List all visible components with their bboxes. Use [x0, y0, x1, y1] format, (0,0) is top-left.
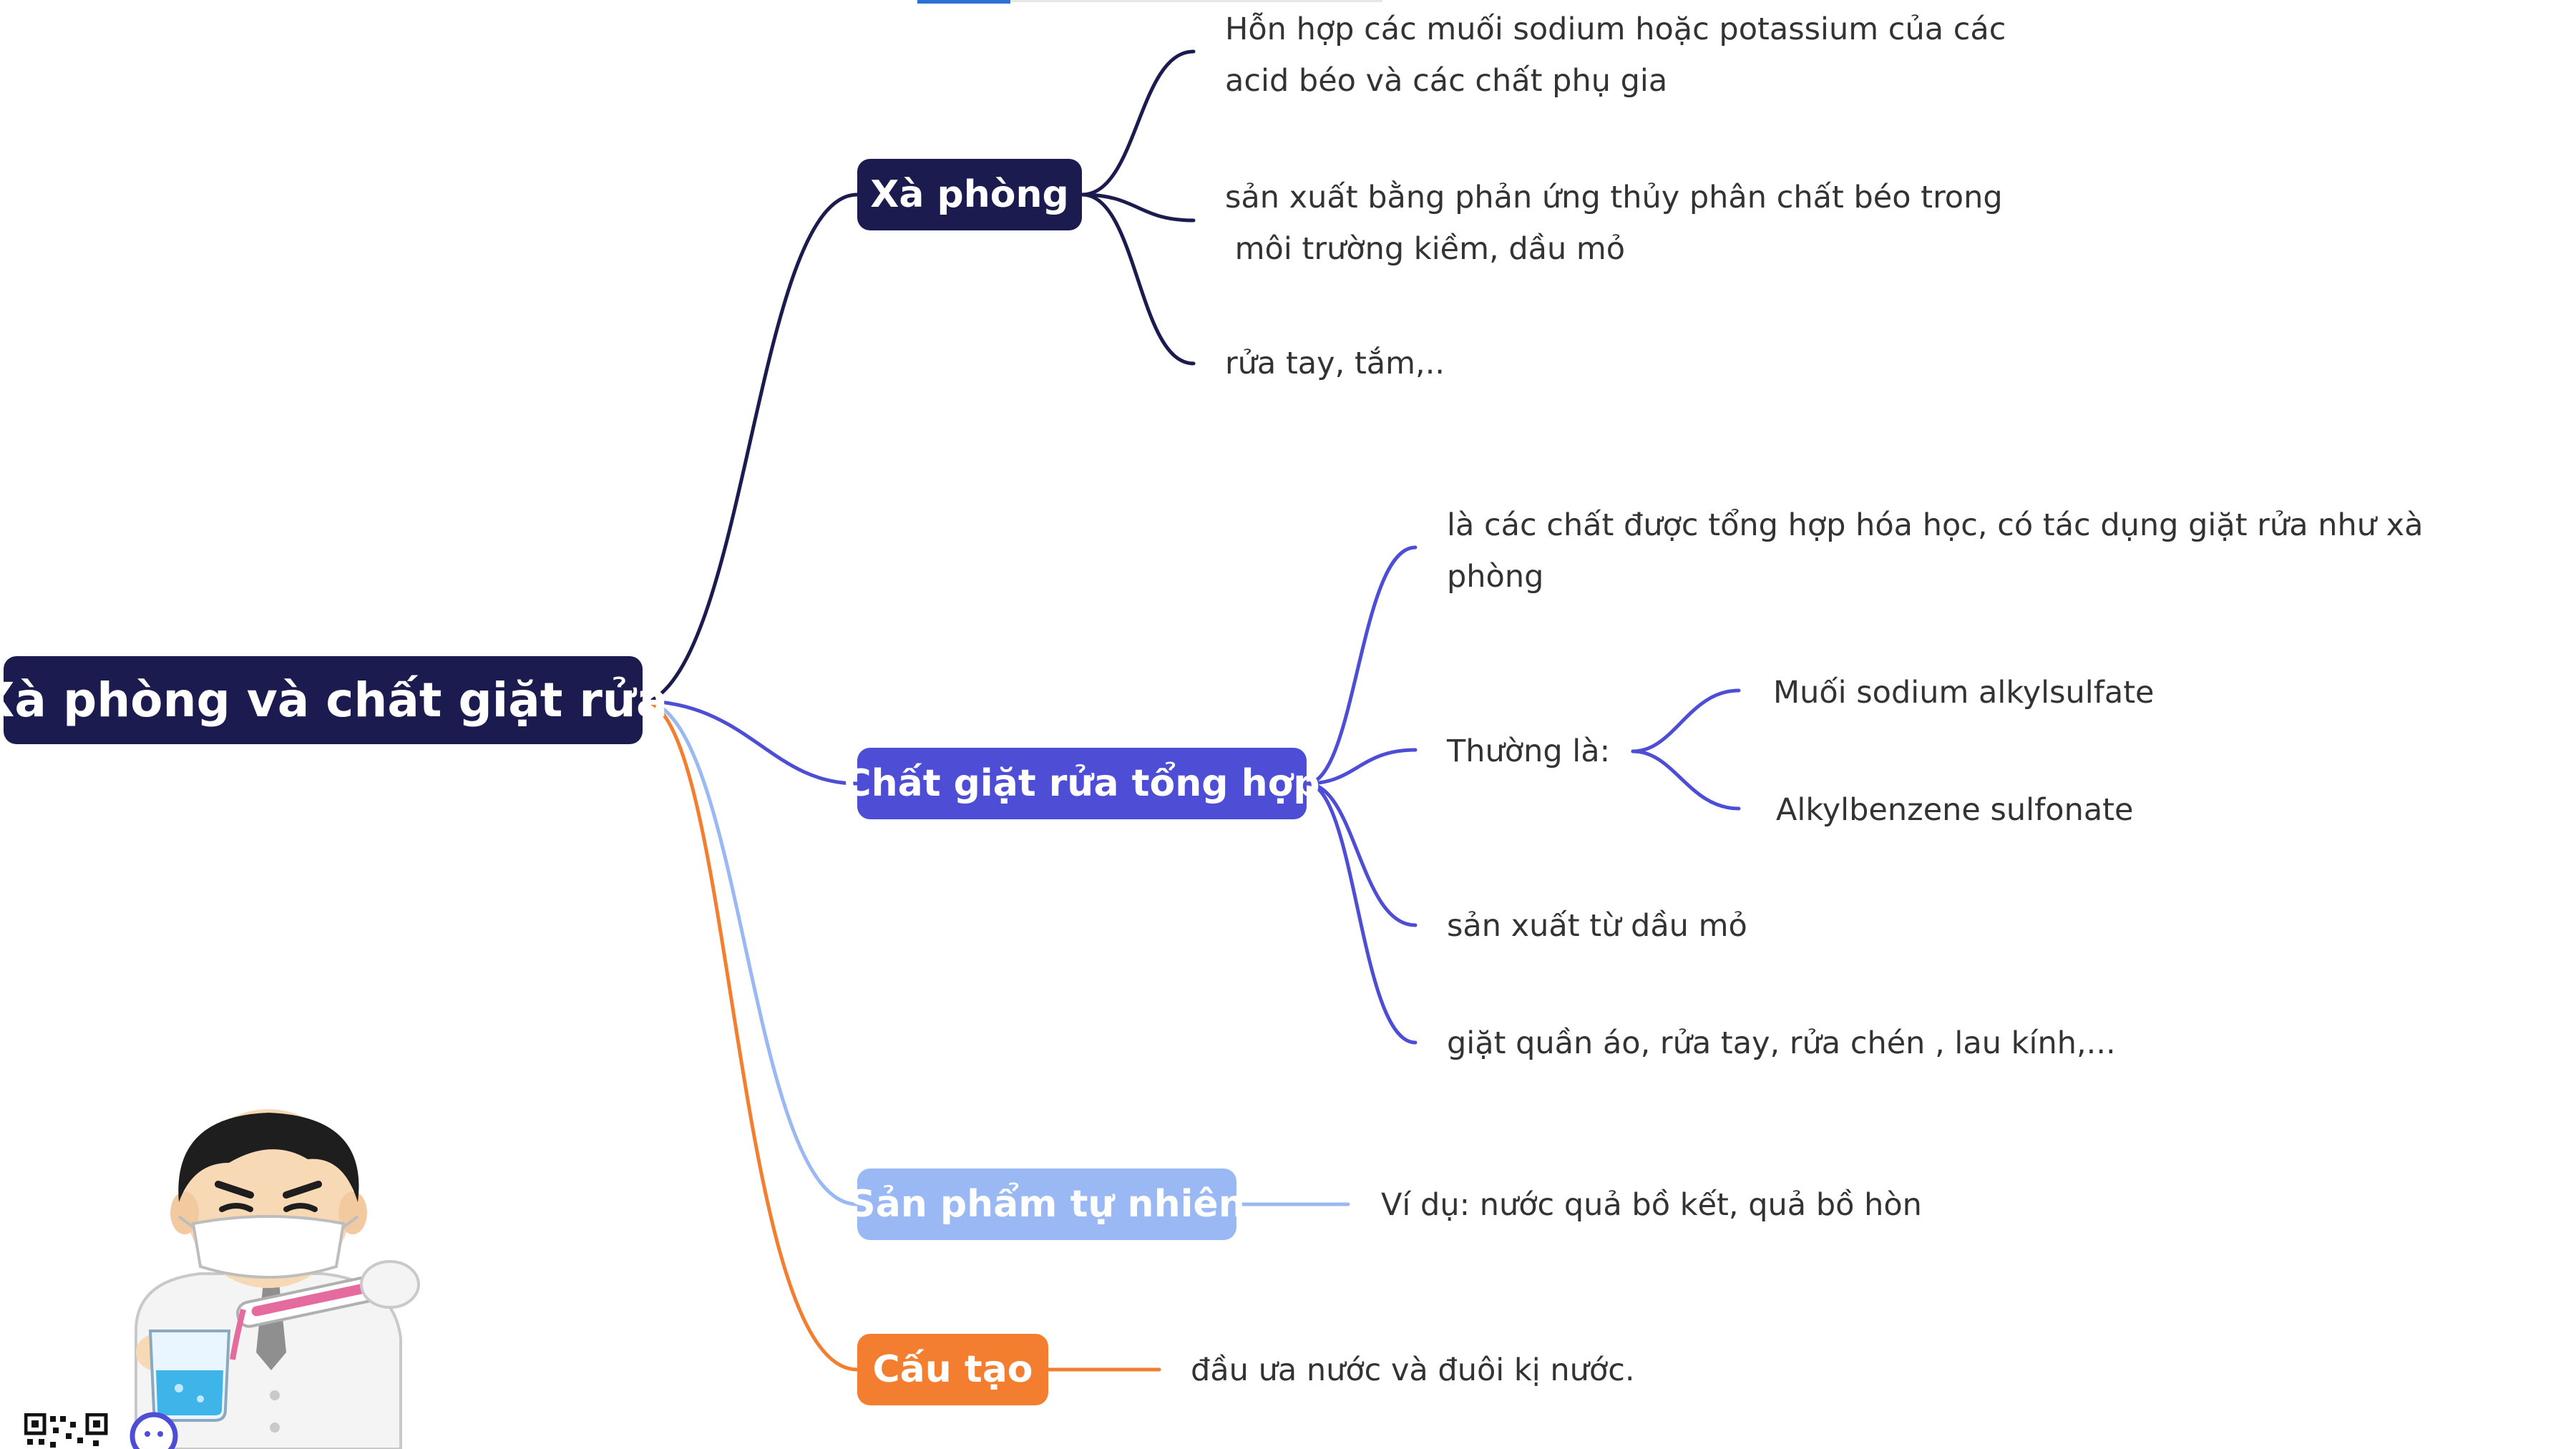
leaf-xa-phong-definition[interactable]: Hỗn hợp các muối sodium hoặc potassium c…	[1225, 4, 2006, 107]
leaf-cgr-definition[interactable]: là các chất được tổng hợp hóa học, có tá…	[1447, 499, 2423, 602]
leaf-cgr-thuong-la[interactable]: Thường là:	[1447, 726, 1610, 777]
branch-san-pham-tu-nhien[interactable]: Sản phẩm tự nhiên	[849, 1169, 1245, 1240]
leaf-line: Thường là:	[1447, 733, 1611, 769]
leaf-ct-structure[interactable]: đầu ưa nước và đuôi kị nước.	[1191, 1345, 1635, 1396]
edge-xp-leaf-2	[1080, 192, 1196, 223]
leaf-sub-alkylbenzene[interactable]: Alkylbenzene sulfonate	[1776, 784, 2134, 836]
root-node[interactable]: Xà phòng và chất giặt rửa	[0, 656, 668, 744]
edge-cgr-leaf-4	[1304, 781, 1418, 1045]
leaf-cgr-usage[interactable]: giặt quần áo, rửa tay, rửa chén , lau kí…	[1447, 1018, 2116, 1069]
leaf-line: Alkylbenzene sulfonate	[1776, 792, 2134, 828]
branch-san-pham-label: Sản phẩm tự nhiên	[849, 1183, 1245, 1226]
qr-code-icon	[24, 1413, 109, 1449]
leaf-line: acid béo và các chất phụ gia	[1225, 63, 1668, 99]
scientist-mascot-icon	[135, 1109, 420, 1449]
branch-cau-tao[interactable]: Cấu tạo	[857, 1334, 1048, 1405]
leaf-line: đầu ưa nước và đuôi kị nước.	[1191, 1352, 1635, 1388]
branch-xa-phong-label: Xà phòng	[870, 173, 1069, 216]
leaf-sub-alkylsulfate[interactable]: Muối sodium alkylsulfate	[1773, 667, 2155, 718]
channel-logo-icon	[130, 1412, 178, 1449]
branch-chat-giat-rua-tong-hop[interactable]: Chất giặt rửa tổng hợp	[844, 748, 1320, 819]
edge-root-chat-giat-rua	[650, 699, 859, 786]
top-scroll-track	[1010, 0, 1382, 2]
root-label: Xà phòng và chất giặt rửa	[0, 673, 668, 728]
leaf-line: rửa tay, tắm,..	[1225, 346, 1445, 381]
leaf-cgr-production[interactable]: sản xuất từ dầu mỏ	[1447, 900, 1747, 952]
edge-xp-leaf-1	[1080, 49, 1196, 197]
leaf-xa-phong-usage[interactable]: rửa tay, tắm,..	[1225, 338, 1445, 389]
edge-cgr-leaf-1	[1304, 545, 1418, 786]
edge-root-xa-phong	[650, 192, 859, 702]
leaf-line: là các chất được tổng hợp hóa học, có tá…	[1447, 507, 2424, 543]
leaf-line: giặt quần áo, rửa tay, rửa chén , lau kí…	[1447, 1025, 2116, 1061]
edge-root-san-pham	[650, 701, 859, 1206]
branch-cau-tao-label: Cấu tạo	[872, 1348, 1033, 1391]
edge-thuongla-sub-2	[1631, 749, 1741, 811]
edge-root-cau-tao	[650, 702, 859, 1372]
edge-cgr-leaf-3	[1304, 781, 1418, 927]
leaf-line: môi trường kiềm, dầu mỏ	[1225, 231, 1626, 267]
top-scroll-indicator	[917, 0, 1010, 4]
leaf-line: phòng	[1447, 559, 1544, 595]
branch-chat-giat-rua-label: Chất giặt rửa tổng hợp	[844, 762, 1320, 805]
branch-xa-phong[interactable]: Xà phòng	[857, 159, 1082, 230]
edge-xp-leaf-3	[1080, 192, 1196, 366]
leaf-line: sản xuất bằng phản ứng thủy phân chất bé…	[1225, 180, 2003, 215]
leaf-line: sản xuất từ dầu mỏ	[1447, 908, 1747, 944]
leaf-sp-example[interactable]: Ví dụ: nước quả bồ kết, quả bồ hòn	[1381, 1179, 1922, 1231]
edge-thuongla-sub-1	[1631, 688, 1741, 753]
edge-cgr-leaf-2	[1304, 748, 1418, 786]
leaf-xa-phong-production[interactable]: sản xuất bằng phản ứng thủy phân chất bé…	[1225, 172, 2003, 275]
leaf-line: Ví dụ: nước quả bồ kết, quả bồ hòn	[1381, 1187, 1922, 1223]
leaf-line: Muối sodium alkylsulfate	[1773, 675, 2155, 711]
leaf-line: Hỗn hợp các muối sodium hoặc potassium c…	[1225, 11, 2006, 47]
